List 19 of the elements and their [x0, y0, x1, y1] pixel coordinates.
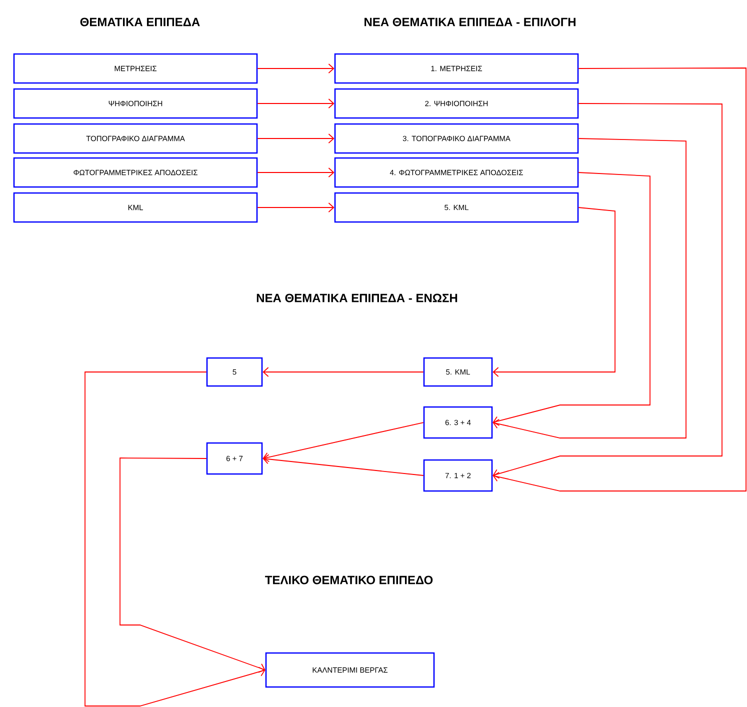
arrow	[492, 68, 746, 492]
arrow	[257, 168, 334, 178]
heading: ΝΕΑ ΘΕΜΑΤΙΚΑ ΕΠΙΠΕΔΑ - ΕΝΩΣΗ	[256, 294, 458, 302]
arrow	[262, 422, 424, 462]
arrow	[257, 202, 334, 212]
arrow	[492, 172, 650, 426]
arrow	[492, 207, 616, 377]
heading: ΘΕΜΑΤΙΚΑ ΕΠΙΠΕΔΑ	[80, 18, 200, 26]
arrow	[84, 372, 266, 706]
arrow	[492, 138, 686, 438]
arrow	[492, 103, 722, 479]
arrow	[257, 134, 334, 144]
arrow	[257, 98, 334, 108]
heading: ΝΕΑ ΘΕΜΑΤΙΚΑ ΕΠΙΠΕΔΑ - ΕΠΙΛΟΓΗ	[364, 18, 576, 26]
heading: ΤΕΛΙΚΟ ΘΕΜΑΤΙΚΟ ΕΠΙΠΕΔΟ	[265, 576, 433, 584]
arrow	[257, 64, 334, 74]
arrow	[120, 458, 266, 673]
arrow	[262, 367, 424, 377]
arrow	[262, 454, 424, 476]
